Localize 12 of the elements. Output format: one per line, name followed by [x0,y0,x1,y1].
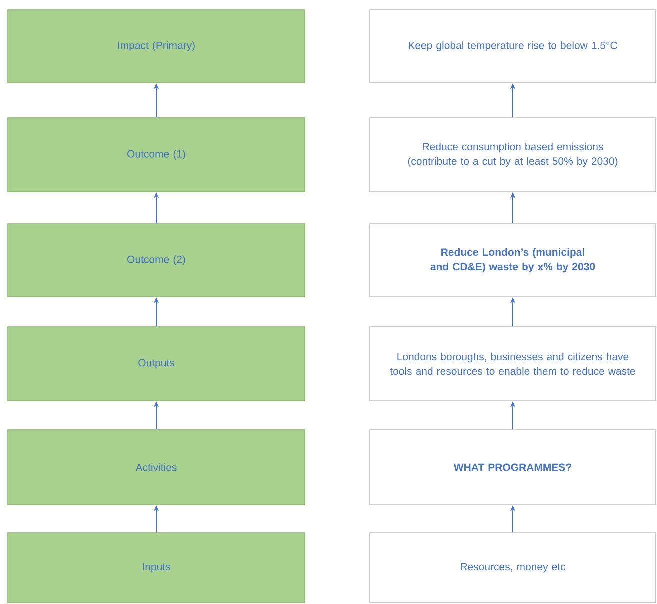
description-box: Londons boroughs, businesses and citizens have tools and resources to enable them to reduce waste [370,326,656,402]
description-box: WHAT PROGRAMMES? [370,430,656,506]
stage-box: Impact (Primary) [8,10,306,84]
description-box: Resources, money etc [370,532,656,604]
description-box: Keep global temperature rise to below 1.5°C [370,10,656,84]
description-box: Reduce consumption based emissions (contribute to a cut by at least 50% by 2030) [370,118,656,192]
description-box: Reduce London’s (municipal and CD&E) waste by x% by 2030 [370,224,656,298]
stage-box: Activities [8,430,306,506]
stage-box: Outcome (1) [8,118,306,192]
stage-box: Outcome (2) [8,224,306,298]
stage-box: Outputs [8,326,306,402]
stage-box: Inputs [8,532,306,604]
